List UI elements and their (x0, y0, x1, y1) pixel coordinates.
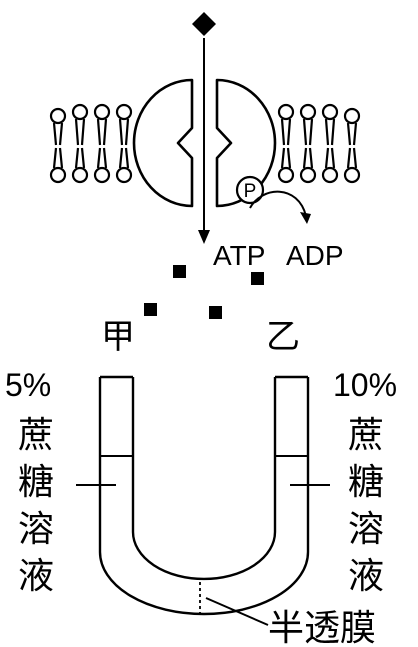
right-arm-label: 乙 (266, 317, 300, 357)
right-solution-char: 溶 (348, 509, 384, 550)
left-solution-char: 溶 (18, 509, 54, 550)
lipid-bilayer-right (277, 103, 361, 184)
lipid-bilayer-left (49, 103, 133, 184)
u-tube-section: 甲 乙 5% 蔗 糖 溶 液 10% 蔗 糖 溶 液 半透膜 (5, 317, 397, 647)
right-solution-char: 蔗 (348, 415, 384, 456)
right-solution-char: 液 (348, 556, 384, 597)
phosphate-label: P (244, 181, 257, 202)
left-concentration: 5% (5, 367, 51, 403)
atp-label: ATP (213, 240, 265, 271)
right-solution-char: 糖 (348, 462, 384, 503)
carrier-protein-left (132, 78, 194, 208)
atp-adp-arrowhead-icon (300, 212, 311, 224)
solute-diamond-icon (192, 12, 216, 36)
membrane-transport-section: P ATP ADP (49, 12, 361, 319)
u-tube-outer-wall (98, 377, 310, 616)
adp-label: ADP (286, 240, 344, 271)
left-arm-label: 甲 (101, 317, 135, 357)
solute-square (173, 265, 186, 278)
left-solution-char: 液 (18, 556, 54, 597)
left-solution-char: 蔗 (18, 415, 54, 456)
right-concentration: 10% (333, 367, 397, 403)
left-solution-char: 糖 (18, 462, 54, 503)
transport-arrow-head-icon (198, 230, 210, 244)
carrier-protein-right (215, 78, 277, 208)
solute-square (251, 272, 264, 285)
solute-square (144, 303, 157, 316)
u-tube-inner-wall (131, 377, 277, 581)
membrane-label: 半透膜 (268, 608, 376, 647)
solute-square (209, 306, 222, 319)
atp-adp-curve-arrow (249, 190, 307, 217)
phosphate-circle (235, 175, 265, 205)
membrane-pointer-line (205, 597, 269, 626)
